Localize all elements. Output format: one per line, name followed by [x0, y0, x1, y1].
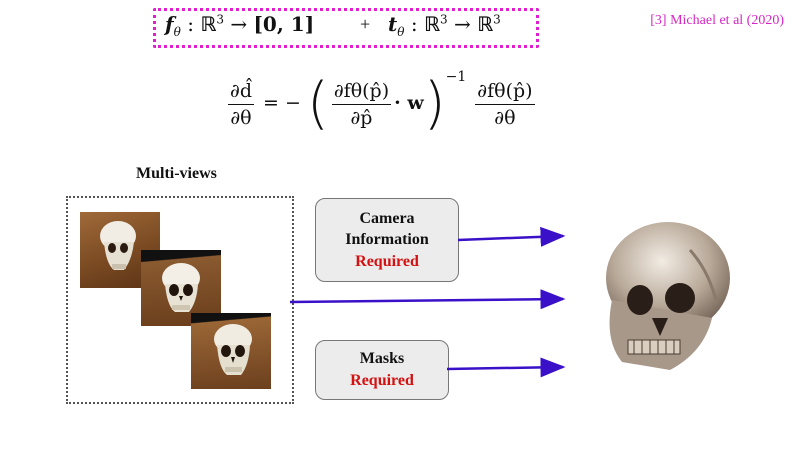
t-codomain: ℝ: [477, 12, 494, 36]
inner-fraction: ∂fθ(p̂) ∂p̂: [331, 80, 392, 129]
f-domain: ℝ: [200, 12, 217, 36]
lhs-denominator: ∂θ: [230, 106, 252, 129]
right-paren: ): [423, 71, 446, 136]
reconstructed-skull: [606, 222, 730, 370]
masks-box: Masks Required: [315, 340, 449, 400]
rhs-numerator: ∂fθ(p̂): [475, 80, 535, 105]
camera-information-box: Camera Information Required: [315, 198, 459, 282]
equals-minus: = −: [263, 92, 301, 114]
formula-box: [153, 8, 539, 48]
rhs-fraction: ∂fθ(p̂) ∂θ: [475, 80, 535, 129]
f-codomain: [0, 1]: [253, 12, 315, 36]
lhs-fraction: ∂d̂ ∂θ: [228, 80, 254, 129]
rhs-denominator: ∂θ: [494, 106, 516, 129]
view-image-2: [141, 250, 221, 326]
camera-label-line1: Camera: [359, 209, 415, 227]
camera-required-label: Required: [355, 252, 419, 270]
t-sub: θ: [397, 25, 405, 39]
plus-sign: +: [360, 14, 371, 34]
t-symbol: t: [388, 12, 398, 36]
multiviews-frame: [66, 196, 294, 404]
implicit-gradient-equation: ∂d̂ ∂θ = − ( ∂fθ(p̂) ∂p̂ · w)−1 ∂fθ(p̂) …: [225, 69, 565, 146]
camera-arrow: [457, 226, 566, 247]
t-domain-exp: 3: [439, 12, 448, 27]
masks-arrow: [446, 357, 566, 378]
view-image-3: [191, 313, 271, 389]
multiviews-label: Multi-views: [136, 165, 217, 182]
f-symbol: f: [165, 12, 174, 36]
inner-denominator: ∂p̂: [350, 106, 373, 129]
dot-w: · w: [394, 92, 424, 114]
citation: [3] Michael et al (2020): [650, 13, 784, 28]
multiview-arrow: [289, 289, 566, 310]
masks-label: Masks: [359, 350, 405, 368]
f-mapping: fθ : ℝ3 → [0, 1]: [165, 12, 315, 39]
left-paren: (: [306, 71, 329, 136]
f-domain-exp: 3: [216, 12, 224, 27]
t-codomain-exp: 3: [493, 12, 501, 27]
t-domain: ℝ: [423, 12, 440, 36]
masks-required-label: Required: [350, 372, 414, 389]
inverse-exponent: −1: [445, 69, 467, 85]
t-mapping: tθ : ℝ3 → ℝ3: [388, 12, 501, 39]
f-sub: θ: [173, 25, 181, 39]
lhs-numerator: ∂d̂: [228, 80, 254, 105]
camera-label-line2: Information: [345, 231, 429, 249]
inner-numerator: ∂fθ(p̂): [331, 80, 392, 105]
